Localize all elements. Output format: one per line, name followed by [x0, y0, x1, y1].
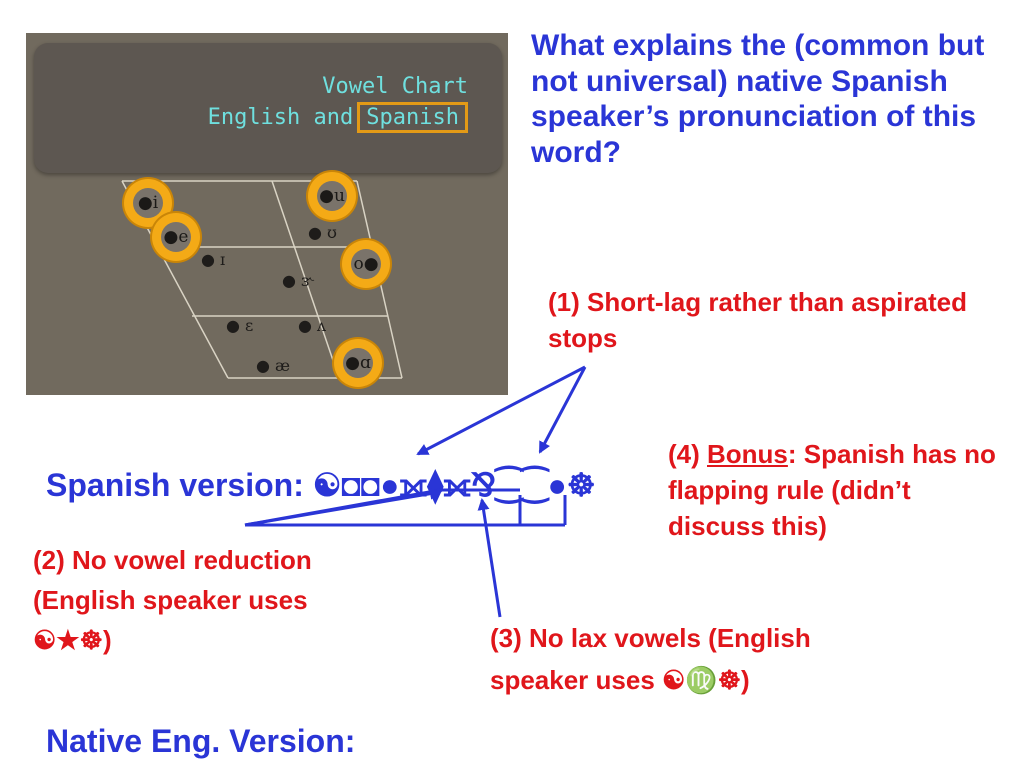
label-short-lag: (1) Short-lag rather than aspirated stop…	[548, 287, 967, 353]
vowel-ring-a: ●ɑ	[334, 339, 382, 387]
arrow-1a	[416, 365, 586, 456]
native-version-label: Native Eng. Version:	[46, 723, 356, 759]
label-no-lax-vowels: (3) No lax vowels (English speaker uses …	[490, 617, 950, 701]
vowel-ring-e: ●e	[152, 213, 200, 261]
bonus-underlined: Bonus	[707, 439, 788, 469]
vowel-ring-inner: ●ɑ	[343, 348, 373, 378]
label-line: (English speaker uses	[33, 585, 308, 615]
vowel-ring-o: o●	[342, 240, 390, 288]
glyph-sequence: ☯♍☸	[662, 665, 742, 695]
vowel-ring-inner: ●i	[133, 188, 163, 218]
arrow-1b	[538, 366, 587, 454]
chart-title: Vowel Chart	[322, 74, 468, 99]
label-bonus-flapping: (4) Bonus: Spanish has no flapping rule …	[668, 439, 996, 541]
vowel-epsilon: ● ɛ	[226, 316, 254, 335]
label-no-vowel-reduction: (2) No vowel reduction (English speaker …	[33, 540, 433, 660]
vowel-caret: ● ʌ	[298, 316, 327, 335]
label-line: speaker uses ☯♍☸)	[490, 665, 750, 695]
arrow-2-line	[244, 488, 520, 527]
glyph-sequence: ☯★☸	[33, 625, 103, 655]
spanish-version-glyphs: ☯◘◘●⟗⧫⟗⅋⁐⁐●☸	[312, 467, 596, 503]
vowel-small-u: ● ʊ	[308, 223, 337, 242]
vowel-ae: ● æ	[256, 356, 291, 375]
spanish-version-line: Spanish version: ☯◘◘●⟗⧫⟗⅋⁐⁐●☸	[46, 466, 596, 505]
arrow-2a	[244, 487, 442, 527]
arrow-3	[477, 498, 502, 618]
question-text: What explains the (common but not univer…	[531, 29, 985, 169]
spanish-version-label: Spanish version:	[46, 467, 304, 503]
vowel-schwa-r: ● ɝ	[282, 271, 314, 290]
label-line: (3) No lax vowels (English	[490, 623, 811, 653]
spanish-highlight-box: Spanish	[357, 102, 468, 133]
vowel-small-i: ● ɪ	[201, 250, 226, 269]
vowel-ring-inner: o●	[351, 249, 381, 279]
subtitle-prefix: English and	[207, 105, 354, 130]
vowel-ring-u: ●u	[308, 172, 356, 220]
vowel-ring-inner: ●u	[317, 181, 347, 211]
label-line: (2) No vowel reduction	[33, 545, 312, 575]
label-line: ☯★☸)	[33, 625, 112, 655]
vowel-ring-inner: ●e	[161, 222, 191, 252]
